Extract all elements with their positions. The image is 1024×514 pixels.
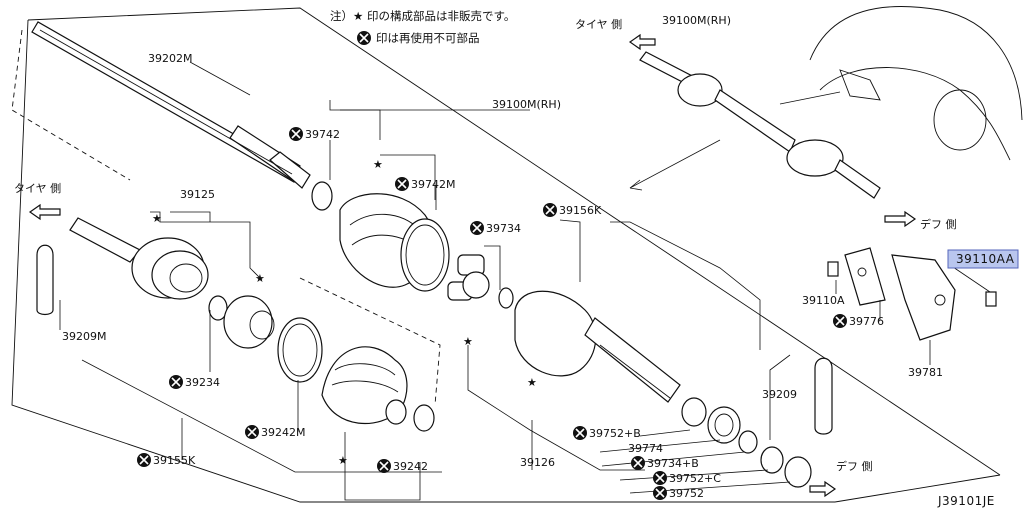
bearing-stack — [681, 397, 812, 488]
no-reuse-icon — [833, 314, 847, 328]
bolt-39110AA — [985, 291, 997, 307]
arrow-diff-side-right-icon — [884, 210, 917, 228]
assembly-thumbnail — [639, 51, 881, 199]
label-39752C[interactable]: 39752+C — [669, 472, 721, 485]
diff-side-right-label: デフ 側 — [920, 217, 957, 231]
snap-ring-39742 — [311, 181, 333, 211]
no-reuse-icon — [377, 459, 391, 473]
label-39742[interactable]: 39742 — [305, 128, 340, 141]
boot-band-39742M — [400, 218, 450, 292]
diagram-code: J39101JE — [937, 494, 995, 508]
arrow-diff-side-bottom-icon — [809, 480, 837, 498]
no-reuse-icon — [169, 375, 183, 389]
direction-arrows — [28, 33, 917, 498]
label-39734[interactable]: 39734 — [486, 222, 521, 235]
sleeve-39209 — [814, 357, 833, 435]
no-reuse-icon — [573, 426, 587, 440]
label-39110AA[interactable]: 39110AA — [956, 252, 1015, 266]
no-reuse-icon — [357, 31, 371, 45]
no-reuse-icon — [470, 221, 484, 235]
plate-39776 — [844, 247, 886, 306]
highlighted-part-badge — [947, 249, 1019, 269]
label-39234[interactable]: 39234 — [185, 376, 220, 389]
bracket-39781 — [891, 254, 956, 341]
inner-race-ball-cage — [223, 295, 275, 349]
no-reuse-icon — [395, 177, 409, 191]
label-39209[interactable]: 39209 — [762, 388, 797, 401]
half-shaft-39202M — [31, 21, 311, 189]
label-39242[interactable]: 39242 — [393, 460, 428, 473]
no-reuse-icon — [653, 486, 667, 500]
label-39125[interactable]: 39125 — [180, 188, 215, 201]
svg-text:★: ★ — [338, 454, 348, 467]
label-39781[interactable]: 39781 — [908, 366, 943, 379]
inner-housing-39126 — [514, 290, 681, 403]
label-39209M[interactable]: 39209M — [62, 330, 106, 343]
label-39734B[interactable]: 39734+B — [647, 457, 699, 470]
no-reuse-icon — [653, 471, 667, 485]
label-39752[interactable]: 39752 — [669, 487, 704, 500]
no-reuse-icon — [137, 453, 151, 467]
no-reuse-icon — [289, 127, 303, 141]
no-reuse-icon — [631, 456, 645, 470]
car-front-sketch — [809, 6, 1023, 161]
label-39110A[interactable]: 39110A — [802, 294, 845, 307]
label-39752B[interactable]: 39752+B — [589, 427, 641, 440]
tire-side-left-label: タイヤ 側 — [14, 182, 61, 195]
note-line-2: 印は再使用不可部品 — [376, 31, 480, 45]
exploded-view-frame — [11, 7, 1001, 503]
diff-side-bottom-label: デフ 側 — [836, 459, 873, 473]
tripod-spider — [447, 254, 490, 301]
notes-block: 注）★ 印の構成部品は非販売です。 印は再使用不可部品 — [330, 9, 515, 45]
label-39100M-rh-center[interactable]: 39100M(RH) — [492, 98, 561, 111]
label-39126[interactable]: 39126 — [520, 456, 555, 469]
label-39155K[interactable]: 39155K — [153, 454, 196, 467]
outer-joint-housing — [69, 217, 209, 300]
no-reuse-icon — [543, 203, 557, 217]
boot-band-39242M — [277, 317, 323, 383]
label-39742M[interactable]: 39742M — [411, 178, 455, 191]
svg-text:★: ★ — [527, 376, 537, 389]
label-39776[interactable]: 39776 — [849, 315, 884, 328]
label-39774[interactable]: 39774 — [628, 442, 663, 455]
label-39156K[interactable]: 39156K — [559, 204, 602, 217]
sleeve-39209M — [36, 244, 54, 316]
snap-ring-39734 — [498, 287, 514, 309]
label-39202M[interactable]: 39202M — [148, 52, 192, 65]
snap-ring-39234 — [208, 295, 228, 321]
label-39100M-rh-top[interactable]: 39100M(RH) — [662, 14, 731, 27]
tire-side-top-label: タイヤ 側 — [575, 18, 622, 31]
svg-text:★: ★ — [463, 335, 473, 348]
bolt-39110A — [827, 261, 839, 277]
arrow-tire-side-top-icon — [628, 33, 656, 51]
note-line-1: 注）★ 印の構成部品は非販売です。 — [330, 9, 515, 23]
boot-kit-dash — [299, 277, 441, 406]
part-labels: 39202M 39742 39742M 39100M(RH) 39100M(RH… — [62, 14, 1019, 500]
svg-text:★: ★ — [152, 212, 162, 225]
arrow-tire-side-left-icon — [28, 203, 61, 221]
boot-outer — [321, 346, 408, 425]
no-reuse-icon — [245, 425, 259, 439]
small-band-39242 — [413, 404, 435, 432]
svg-text:★: ★ — [373, 158, 383, 171]
label-39242M[interactable]: 39242M — [261, 426, 305, 439]
